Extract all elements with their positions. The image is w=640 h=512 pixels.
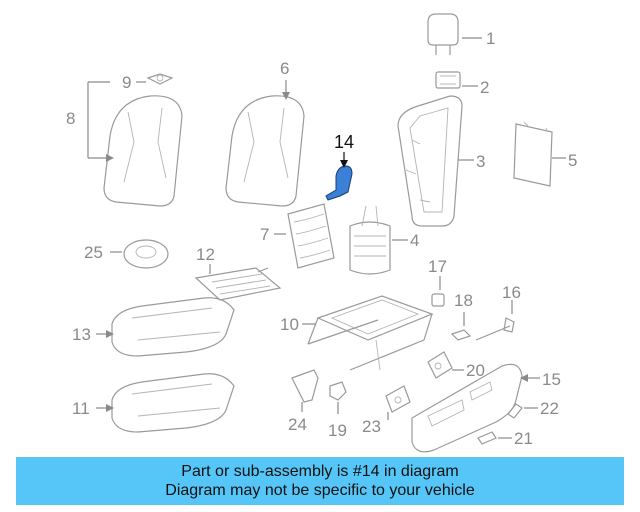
label-21: 21 — [514, 429, 533, 448]
part-4-lumbar: 4 — [349, 205, 419, 275]
label-4: 4 — [410, 231, 419, 250]
label-15: 15 — [542, 370, 561, 389]
part-19-clip: 19 — [328, 381, 347, 440]
label-11: 11 — [72, 399, 90, 418]
part-7-back-spring: 7 — [260, 203, 335, 269]
part-22-knob: 22 — [507, 399, 559, 419]
part-25-component: 25 — [84, 239, 169, 269]
part-16-rod: 16 — [475, 283, 521, 341]
part-8-back-cover: 8 — [66, 81, 183, 207]
label-20: 20 — [466, 361, 485, 380]
label-14: 14 — [334, 132, 354, 152]
label-5: 5 — [568, 151, 577, 170]
label-7: 7 — [260, 225, 269, 244]
label-10: 10 — [280, 315, 299, 334]
label-2: 2 — [480, 78, 489, 97]
part-17-clip: 17 — [428, 257, 447, 307]
part-3-back-frame: 3 — [397, 95, 485, 227]
part-13-cushion-pad: 13 — [72, 297, 235, 357]
part-10-seat-frame: 10 — [280, 295, 434, 371]
label-3: 3 — [476, 152, 485, 171]
banner-line-1: Part or sub-assembly is #14 in diagram — [181, 463, 459, 480]
part-24-cover: 24 — [288, 369, 319, 434]
label-18: 18 — [454, 291, 473, 310]
part-23-bracket: 23 — [362, 385, 411, 436]
label-17: 17 — [428, 257, 447, 276]
part-2-guide: 2 — [435, 71, 489, 97]
label-22: 22 — [540, 399, 559, 418]
part-5-back-panel: 5 — [513, 121, 577, 187]
part-9-clip: 9 — [122, 73, 174, 92]
label-23: 23 — [362, 417, 381, 436]
label-13: 13 — [72, 325, 91, 344]
part-6-back-pad: 6 — [225, 59, 305, 207]
label-8: 8 — [66, 109, 75, 128]
label-12: 12 — [196, 245, 215, 264]
part-11-cushion-cover: 11 — [72, 373, 235, 433]
label-25: 25 — [84, 243, 103, 262]
label-9: 9 — [122, 73, 131, 92]
part-15-side-shield: 15 — [411, 363, 561, 453]
label-24: 24 — [288, 415, 307, 434]
part-14-highlighted: 14 — [325, 132, 354, 201]
part-20-switch: 20 — [427, 351, 485, 380]
label-1: 1 — [486, 29, 495, 48]
banner-line-2: Diagram may not be specific to your vehi… — [165, 482, 475, 499]
part-21-knob: 21 — [477, 429, 533, 448]
part-12-mat: 12 — [194, 245, 282, 301]
label-16: 16 — [502, 283, 521, 302]
part-18-cap: 18 — [450, 291, 473, 341]
info-banner: Part or sub-assembly is #14 in diagram D… — [16, 457, 624, 505]
label-19: 19 — [328, 421, 347, 440]
part-1-headrest: 1 — [427, 13, 495, 55]
label-6: 6 — [280, 59, 289, 78]
parts-diagram: 1 2 3 4 5 6 — [66, 13, 577, 453]
